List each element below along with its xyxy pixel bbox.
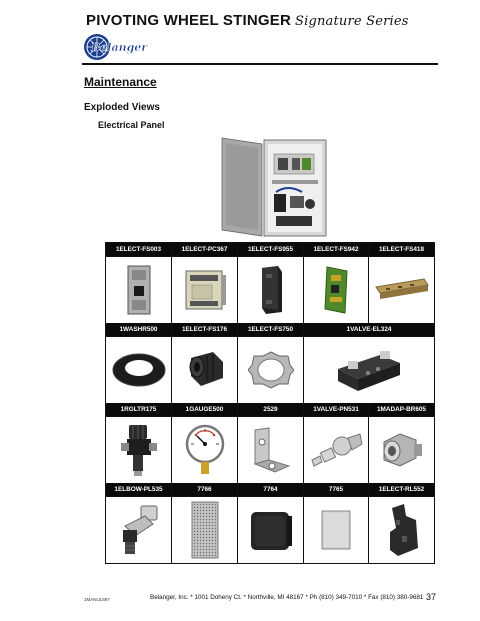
part-label: 1ELECT-RL552: [369, 483, 434, 496]
part-cell: [304, 337, 434, 403]
perforated-panel-icon: [191, 501, 218, 559]
pneumatic-valve-icon: [311, 433, 363, 467]
part-cell: [106, 257, 171, 323]
part-cell: [238, 337, 303, 403]
part-cell: [238, 257, 303, 323]
company-contact: Belanger, Inc. * 1001 Doheny Ct. * North…: [150, 594, 424, 601]
section-subtitle: Exploded Views: [84, 102, 160, 113]
angle-bracket-icon: [252, 427, 290, 473]
part-label: 1VALVE-EL324: [304, 323, 434, 336]
part-label: 1WASHR500: [106, 323, 171, 336]
part-cell: [106, 497, 171, 563]
part-label: 7766: [172, 483, 237, 496]
belanger-logo: Belanger: [84, 34, 148, 60]
breaker-icon: [127, 265, 150, 315]
part-cell: [238, 497, 303, 563]
din-rail-icon: [374, 278, 429, 299]
title-main: PIVOTING WHEEL STINGER: [86, 12, 291, 29]
part-cell: [369, 257, 434, 323]
part-cell: [304, 497, 368, 563]
part-cell: [238, 417, 303, 483]
relay-module-icon: [261, 266, 282, 314]
electrical-panel-image: [221, 137, 327, 237]
part-label: 1GAUGE500: [172, 403, 237, 416]
part-cell: [304, 257, 368, 323]
part-label: 1ELECT-FS176: [172, 323, 237, 336]
part-label: 7765: [304, 483, 368, 496]
part-cell: [369, 497, 434, 563]
part-cell: [106, 417, 171, 483]
parts-table: 1ELECT-FS003 1ELECT-PC367 1ELECT-FS955 1…: [105, 242, 435, 564]
part-label: 1ELECT-FS418: [369, 243, 434, 256]
solenoid-valve-icon: [338, 351, 400, 391]
part-cell: [106, 337, 171, 403]
enclosure-cover-icon: [250, 512, 292, 550]
part-label: 7764: [238, 483, 303, 496]
part-cell: [172, 497, 237, 563]
part-label: 1ELBOW-PL535: [106, 483, 171, 496]
pressure-gauge-icon: [185, 424, 224, 474]
part-cell: [304, 417, 368, 483]
part-label: 1ELECT-FS750: [238, 323, 303, 336]
cable-gland-icon: [189, 352, 223, 386]
power-supply-icon: [185, 270, 226, 310]
part-label: 1ELECT-FS955: [238, 243, 303, 256]
regulator-icon: [120, 425, 157, 476]
part-label: 1ELECT-FS003: [106, 243, 171, 256]
circuit-board-icon: [324, 266, 348, 314]
section-sub-subtitle: Electrical Panel: [98, 120, 165, 130]
part-cell: [172, 257, 237, 323]
part-label: 2529: [238, 403, 303, 416]
end-bracket-icon: [389, 504, 418, 556]
part-label: 1VALVE-PN531: [304, 403, 368, 416]
manual-code: 1MANUL587: [84, 597, 110, 602]
part-label: 1MADAP-BR605: [369, 403, 434, 416]
part-label: 1RGLTR175: [106, 403, 171, 416]
adapter-icon: [383, 433, 422, 467]
header-rule: [82, 63, 438, 65]
section-title: Maintenance: [84, 75, 157, 89]
back-panel-icon: [321, 510, 351, 550]
part-label: 1ELECT-FS942: [304, 243, 368, 256]
page-number: 37: [426, 592, 437, 602]
part-cell: [172, 337, 237, 403]
title-script: Signature Series: [294, 14, 409, 29]
elbow-fitting-icon: [122, 505, 157, 554]
part-cell: [369, 417, 434, 483]
logo-text: Belanger: [90, 41, 148, 54]
part-label: 1ELECT-PC367: [172, 243, 237, 256]
locknut-icon: [247, 351, 294, 389]
part-cell: [172, 417, 237, 483]
washer-icon: [112, 353, 165, 387]
